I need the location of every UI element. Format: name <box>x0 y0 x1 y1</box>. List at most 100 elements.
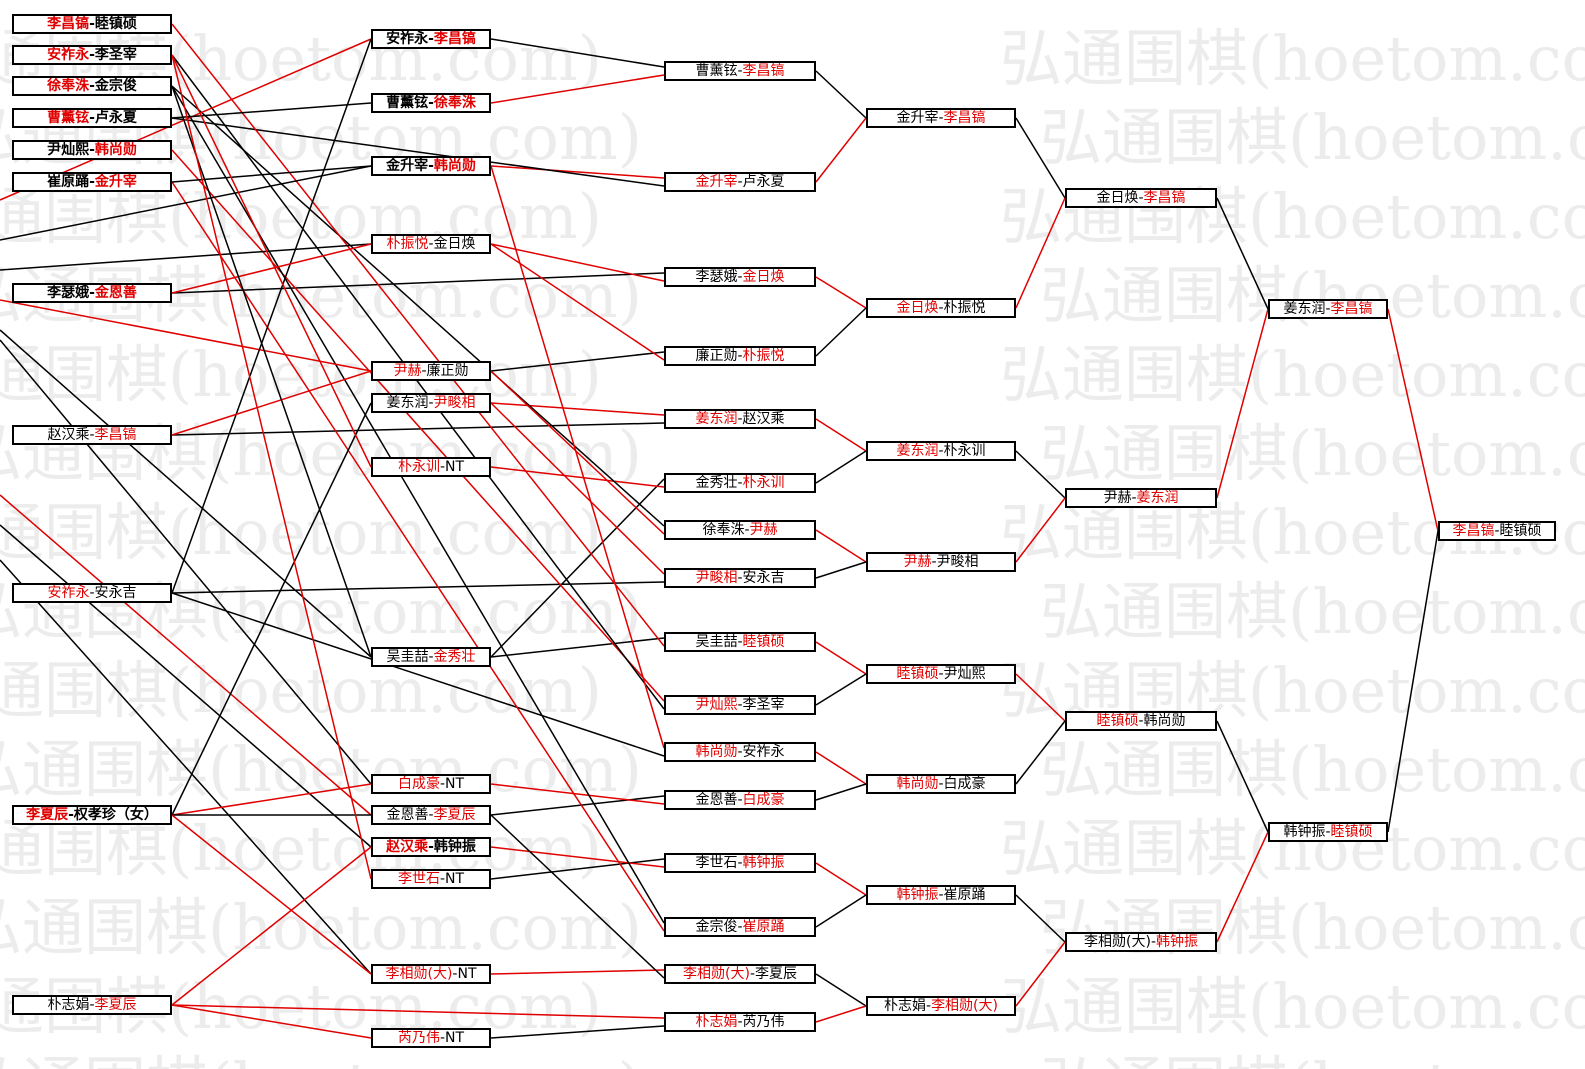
round-4-match[interactable]: 金升宰-李昌镐 <box>866 108 1016 128</box>
round-1-match[interactable]: 徐奉洙-金宗俊 <box>12 76 172 96</box>
round-3-match[interactable]: 金宗俊-崔原踊 <box>664 917 816 937</box>
round-1-match[interactable]: 曹薰铉-卢永夏 <box>12 108 172 128</box>
round-5-match[interactable]: 金日焕-李昌镐 <box>1065 188 1217 208</box>
round-2-match[interactable]: 尹赫-廉正勋 <box>371 361 491 381</box>
round-1-match[interactable]: 崔原踊-金升宰 <box>12 172 172 192</box>
round-5-match[interactable]: 睦镇硕-韩尚勋 <box>1065 711 1217 731</box>
round-4-match[interactable]: 睦镇硕-尹灿熙 <box>866 664 1016 684</box>
connector-r4-6 <box>815 894 867 928</box>
connector-r3-12 <box>490 846 665 868</box>
round-2-match[interactable]: 安祚永-李昌镐 <box>371 29 491 49</box>
versus-separator: - <box>737 348 743 364</box>
versus-separator: - <box>68 807 74 823</box>
round-3-match[interactable]: 尹畯相-安永吉 <box>664 568 816 588</box>
player-a-name: 睦镇硕 <box>896 666 939 682</box>
player-a-name: 尹灿熙 <box>695 697 738 713</box>
round-3-match[interactable]: 金恩善-白成豪 <box>664 790 816 810</box>
round-3-match[interactable]: 吴圭喆-睦镇硕 <box>664 632 816 652</box>
round-3-match[interactable]: 李相勋(大)-李夏辰 <box>664 964 816 984</box>
round-2-match[interactable]: 吴圭喆-金秀壮 <box>371 647 491 667</box>
round-2-match[interactable]: 曹薰铉-徐奉洙 <box>371 93 491 113</box>
round-4-match[interactable]: 韩尚勋-白成豪 <box>866 774 1016 794</box>
round-1-match[interactable]: 安祚永-李圣宰 <box>12 45 172 65</box>
round-4-match[interactable]: 尹赫-尹畯相 <box>866 552 1016 572</box>
player-a-name: 韩尚勋 <box>896 776 939 792</box>
versus-separator: - <box>421 363 427 379</box>
round-3-match[interactable]: 韩尚勋-安祚永 <box>664 742 816 762</box>
round-4-match[interactable]: 朴志娟-李相勋(大) <box>866 996 1016 1016</box>
final-match[interactable]: 李昌镐-睦镇硕 <box>1438 521 1556 541</box>
round-2-match[interactable]: 赵汉乘-韩钟振 <box>371 837 491 857</box>
connector-r4-7 <box>815 1005 867 1023</box>
round-3-match[interactable]: 金升宰-卢永夏 <box>664 172 816 192</box>
round-2-match[interactable]: 李相勋(大)-NT <box>371 964 491 984</box>
versus-separator: - <box>737 792 743 808</box>
player-a-name: 姜东润 <box>386 395 429 411</box>
round-1-match[interactable]: 李夏辰-权孝珍（女） <box>12 805 172 825</box>
versus-separator: - <box>737 63 743 79</box>
player-b-name: NT <box>445 871 465 887</box>
connector-r3-2 <box>490 243 665 282</box>
versus-separator: - <box>737 919 743 935</box>
round-2-match[interactable]: 李世石-NT <box>371 869 491 889</box>
round-2-match[interactable]: 金升宰-韩尚勋 <box>371 156 491 176</box>
player-a-name: 李昌镐 <box>1452 523 1495 539</box>
versus-separator: - <box>428 807 434 823</box>
connector-r3-11 <box>490 795 665 816</box>
connector-r3-1 <box>171 117 665 187</box>
player-a-name: 安祚永 <box>47 585 90 601</box>
round-2-match[interactable]: 姜东润-尹畯相 <box>371 393 491 413</box>
versus-separator: - <box>931 554 937 570</box>
round-3-match[interactable]: 廉正勋-朴振悦 <box>664 346 816 366</box>
round-2-match[interactable]: 芮乃伟-NT <box>371 1028 491 1048</box>
connector-r4-3 <box>815 529 867 563</box>
connector-r4-2 <box>815 450 867 484</box>
round-4-match[interactable]: 韩钟振-崔原踊 <box>866 885 1016 905</box>
player-a-name: 廉正勋 <box>695 348 738 364</box>
round-3-match[interactable]: 朴志娟-芮乃伟 <box>664 1012 816 1032</box>
round-5-match[interactable]: 尹赫-姜东润 <box>1065 488 1217 508</box>
round-1-match[interactable]: 李瑟娥-金恩善 <box>12 283 172 303</box>
player-b-name: 安永吉 <box>94 585 137 601</box>
connector-r3-15 <box>171 1004 665 1019</box>
connector-r4-2 <box>815 418 867 452</box>
semifinal-match[interactable]: 姜东润-李昌镐 <box>1268 299 1388 319</box>
round-1-match[interactable]: 安祚永-安永吉 <box>12 583 172 603</box>
player-a-name: 李世石 <box>397 871 440 887</box>
round-1-match[interactable]: 赵汉乘-李昌镐 <box>12 425 172 445</box>
round-2-match[interactable]: 朴永训-NT <box>371 457 491 477</box>
versus-separator: - <box>439 459 446 475</box>
round-2-match[interactable]: 朴振悦-金日焕 <box>371 234 491 254</box>
round-3-match[interactable]: 金秀壮-朴永训 <box>664 473 816 493</box>
round-4-match[interactable]: 姜东润-朴永训 <box>866 441 1016 461</box>
watermark-text: 弘通围棋(hoetom.com) <box>1040 733 1585 806</box>
player-b-name: 李昌镐 <box>742 63 785 79</box>
watermark-text: 弘通围棋(hoetom.com) <box>1040 891 1585 964</box>
versus-separator: - <box>737 744 743 760</box>
round-5-match[interactable]: 李相勋(大)-韩钟振 <box>1065 932 1217 952</box>
round-3-match[interactable]: 曹薰铉-李昌镐 <box>664 61 816 81</box>
round-4-match[interactable]: 金日焕-朴振悦 <box>866 298 1016 318</box>
connector-r4-0 <box>815 117 867 183</box>
player-b-name: 尹畯相 <box>433 395 476 411</box>
player-b-name: 尹灿熙 <box>943 666 986 682</box>
player-a-name: 金升宰 <box>695 174 738 190</box>
round-3-match[interactable]: 尹灿熙-李圣宰 <box>664 695 816 715</box>
player-b-name: 金宗俊 <box>94 78 137 94</box>
connector-r3-9 <box>171 149 665 702</box>
player-b-name: 金升宰 <box>94 174 137 190</box>
round-2-match[interactable]: 白成豪-NT <box>371 774 491 794</box>
connector-r6-0 <box>1216 308 1269 499</box>
round-3-match[interactable]: 徐奉洙-尹赫 <box>664 520 816 540</box>
round-1-match[interactable]: 李昌镐-睦镇硕 <box>12 14 172 34</box>
connector-r2-3 <box>171 243 372 294</box>
player-b-name: 权孝珍（女） <box>73 807 158 823</box>
round-1-match[interactable]: 朴志娟-李夏辰 <box>12 995 172 1015</box>
semifinal-match[interactable]: 韩钟振-睦镇硕 <box>1268 822 1388 842</box>
round-2-match[interactable]: 金恩善-李夏辰 <box>371 805 491 825</box>
round-3-match[interactable]: 李世石-韩钟振 <box>664 853 816 873</box>
round-3-match[interactable]: 李瑟娥-金日焕 <box>664 267 816 287</box>
player-a-name: 李相勋(大) <box>385 966 453 982</box>
round-1-match[interactable]: 尹灿熙-韩尚勋 <box>12 140 172 160</box>
round-3-match[interactable]: 姜东润-赵汉乘 <box>664 409 816 429</box>
